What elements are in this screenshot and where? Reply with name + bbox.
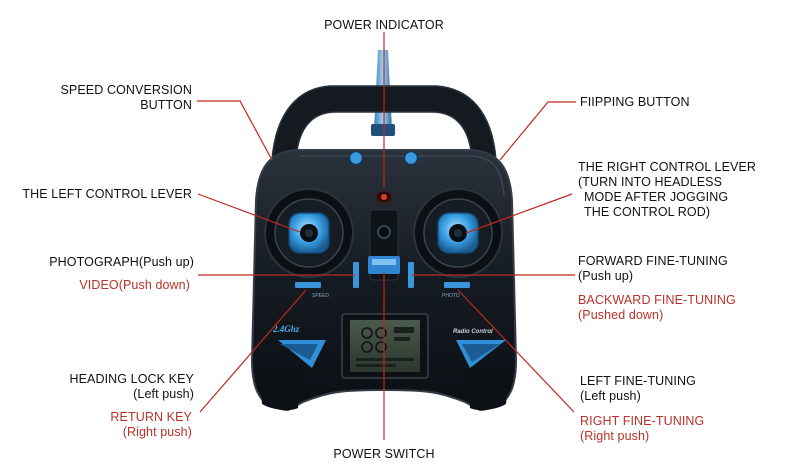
- label-video: VIDEO(Push down): [79, 278, 190, 292]
- left-horizontal-trim: [295, 282, 321, 288]
- flipping-button-leader: [499, 101, 576, 161]
- flip-top-button: [403, 150, 419, 166]
- label-heading-lock-key: HEADING LOCK KEY (Left push): [69, 372, 194, 401]
- left-vertical-trim: [353, 262, 359, 288]
- label-speed-conversion: SPEED CONVERSION BUTTON: [60, 83, 192, 112]
- leader-lines: [197, 32, 576, 440]
- label-left-control-lever: THE LEFT CONTROL LEVER: [22, 187, 192, 201]
- label-backward-fine-tuning: BACKWARD FINE-TUNING (Pushed down): [578, 293, 736, 322]
- speed-conversion-leader: [197, 100, 273, 161]
- label-photograph: PHOTOGRAPH(Push up): [49, 255, 194, 269]
- label-right-control-lever: THE RIGHT CONTROL LEVER (TURN INTO HEADL…: [578, 160, 757, 219]
- label-power-switch: POWER SWITCH: [333, 447, 435, 461]
- label-forward-fine-tuning: FORWARD FINE-TUNING (Push up): [578, 254, 728, 283]
- left-control-stick: [264, 188, 354, 278]
- right-horizontal-trim: [444, 282, 470, 288]
- heading-lock-leader: [199, 289, 307, 413]
- right-lever-leader: [465, 193, 573, 234]
- label-left-fine-tuning: LEFT FINE-TUNING (Left push): [580, 374, 696, 403]
- lcd-screen: [341, 313, 429, 379]
- right-tag-text: PHOTO: [442, 293, 460, 299]
- label-power-indicator: POWER INDICATOR: [324, 18, 444, 32]
- left-tag-text: SPEED: [312, 293, 329, 299]
- label-right-fine-tuning: RIGHT FINE-TUNING (Right push): [580, 414, 705, 443]
- right-vertical-trim: [408, 262, 414, 288]
- center-small-knob: [377, 225, 391, 239]
- label-flipping-button: FIIPPING BUTTON: [580, 95, 690, 109]
- label-return-key: RETURN KEY (Right push): [110, 410, 192, 439]
- frequency-text: 2.4Ghz: [272, 324, 300, 334]
- radio-control-text: Radio Control: [453, 329, 493, 335]
- left-lever-leader: [197, 193, 301, 233]
- power-switch-slider: [368, 256, 400, 274]
- left-right-fine-tuning-leader: [457, 289, 575, 413]
- speed-top-button: [348, 150, 364, 166]
- right-control-stick: [413, 188, 503, 278]
